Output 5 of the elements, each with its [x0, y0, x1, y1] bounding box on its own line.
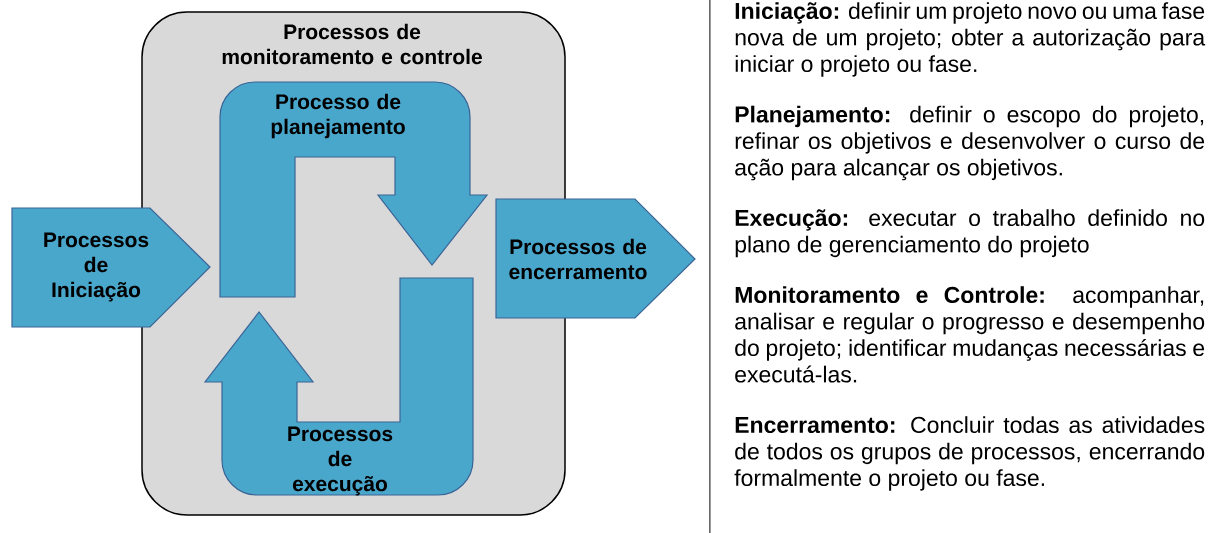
description-paragraph: Encerramento: Concluir todas as atividades de todos os grupos de processos, encerrando formalmente o projeto ou fase. [734, 416, 1205, 491]
description-paragraph: Planejamento: definir o escopo do projeto, refinar os objetivos e desenvolver o curso de ação para alcançar os objetivos. [735, 105, 1205, 181]
description-paragraph: Iniciação: definir um projeto novo ou uma fase nova de um projeto; obter a autorização para iniciar o projeto ou fase. [735, 2, 1206, 77]
description-paragraph: Monitoramento e Controle: acompanhar, analisar e regular o progresso e desempenho do projeto; identificar mudanças necessárias e executá-las. [735, 286, 1205, 383]
description-paragraph: Execução: executar o trabalho definido no plano de gerenciamento do projeto [735, 209, 1205, 258]
